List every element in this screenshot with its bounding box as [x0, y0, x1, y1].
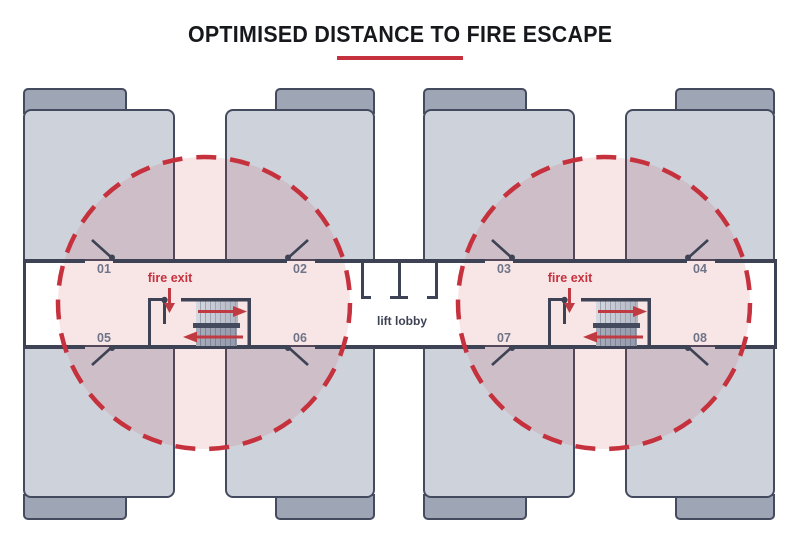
building-cap [23, 494, 127, 520]
fire-exit-label: fire exit [147, 271, 193, 285]
corridor-wall [113, 259, 287, 263]
corridor-wall [23, 345, 85, 349]
corridor-end-wall [23, 259, 26, 349]
unit-label-05: 05 [97, 331, 111, 345]
left-wing: 01 02 05 06 fire exit [23, 88, 400, 520]
page-title: OPTIMISED DISTANCE TO FIRE ESCAPE [0, 21, 800, 47]
lift-door-sill [390, 296, 408, 299]
lift-lobby-label: lift lobby [377, 314, 427, 328]
unit-label-03: 03 [497, 262, 511, 276]
corridor-end-wall [774, 259, 777, 349]
corridor-wall [400, 345, 485, 349]
unit-label-02: 02 [293, 262, 307, 276]
stair-flight-lower [196, 328, 237, 346]
stair-flight-upper [196, 299, 238, 323]
fire-exit-label: fire exit [547, 271, 593, 285]
page-title-text: OPTIMISED DISTANCE TO FIRE ESCAPE [187, 21, 613, 47]
unit-label-04: 04 [693, 262, 707, 276]
corridor-wall [23, 259, 85, 263]
title-underline [337, 56, 463, 60]
corridor-wall [315, 345, 400, 349]
corridor-wall [400, 259, 485, 263]
lift-shaft-divider [398, 263, 401, 299]
stair-flight-upper [596, 299, 638, 323]
corridor-wall [513, 259, 687, 263]
stair-flight-lower [596, 328, 637, 346]
unit-label-07: 07 [497, 331, 511, 345]
unit-label-08: 08 [693, 331, 707, 345]
lift-door-sill [427, 296, 437, 299]
corridor-wall [715, 345, 777, 349]
lift-shaft-divider [361, 263, 364, 299]
lift-door-sill [361, 296, 371, 299]
unit-label-01: 01 [97, 262, 111, 276]
lift-shaft-divider [435, 263, 438, 299]
corridor-wall [315, 259, 400, 263]
corridor-wall [715, 259, 777, 263]
right-wing: 03 04 07 08 fire exit [400, 0, 800, 550]
unit-label-06: 06 [293, 331, 307, 345]
